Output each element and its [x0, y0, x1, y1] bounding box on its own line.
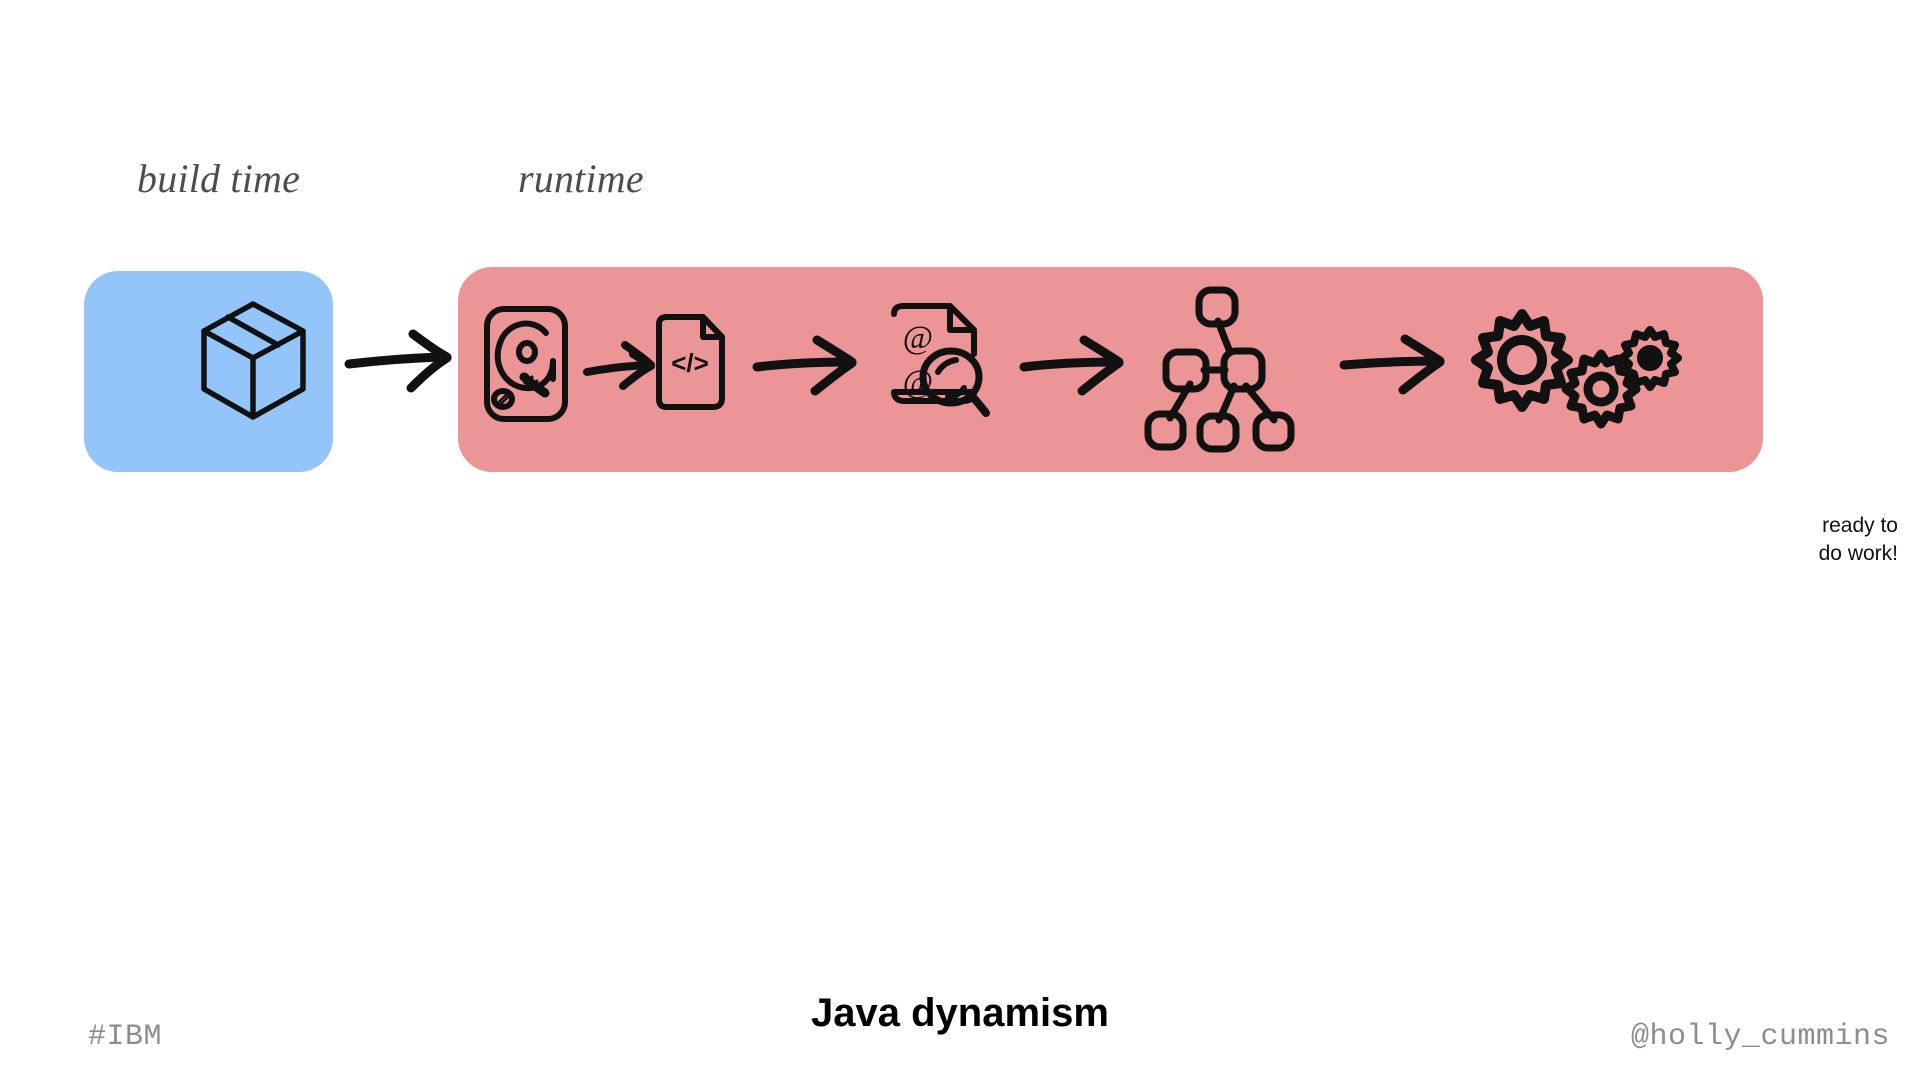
annotation-scan-icon: @ @	[888, 300, 994, 418]
arrow-icon-dependencytree-to-gears	[1339, 334, 1450, 395]
harddrive-icon	[483, 305, 569, 423]
package-icon	[200, 300, 308, 422]
code-file-glyph: </>	[671, 348, 709, 378]
ready-to-do-work-caption: ready to do work!	[1818, 514, 1898, 565]
arrow-icon-codefile-to-annotationscan	[752, 335, 861, 396]
arrow-icon-package-to-harddrive	[344, 329, 457, 393]
build-time-stage-box	[84, 271, 333, 472]
dependency-tree-icon	[1142, 284, 1296, 453]
page-title: Java dynamism	[811, 991, 1109, 1035]
footer-social-handle: @holly_cummins	[1630, 1020, 1890, 1054]
footer-hashtag: #IBM	[88, 1020, 163, 1054]
gears-icon	[1470, 308, 1682, 429]
code-file-icon: </>	[653, 312, 727, 412]
arrow-icon-annotationscan-to-dependencytree	[1019, 335, 1128, 396]
phase-label-build-time: build time	[137, 156, 301, 201]
arrow-icon-harddrive-to-codefile	[583, 340, 657, 390]
annotation-glyph-top: @	[903, 320, 933, 356]
phase-label-runtime: runtime	[518, 156, 644, 201]
